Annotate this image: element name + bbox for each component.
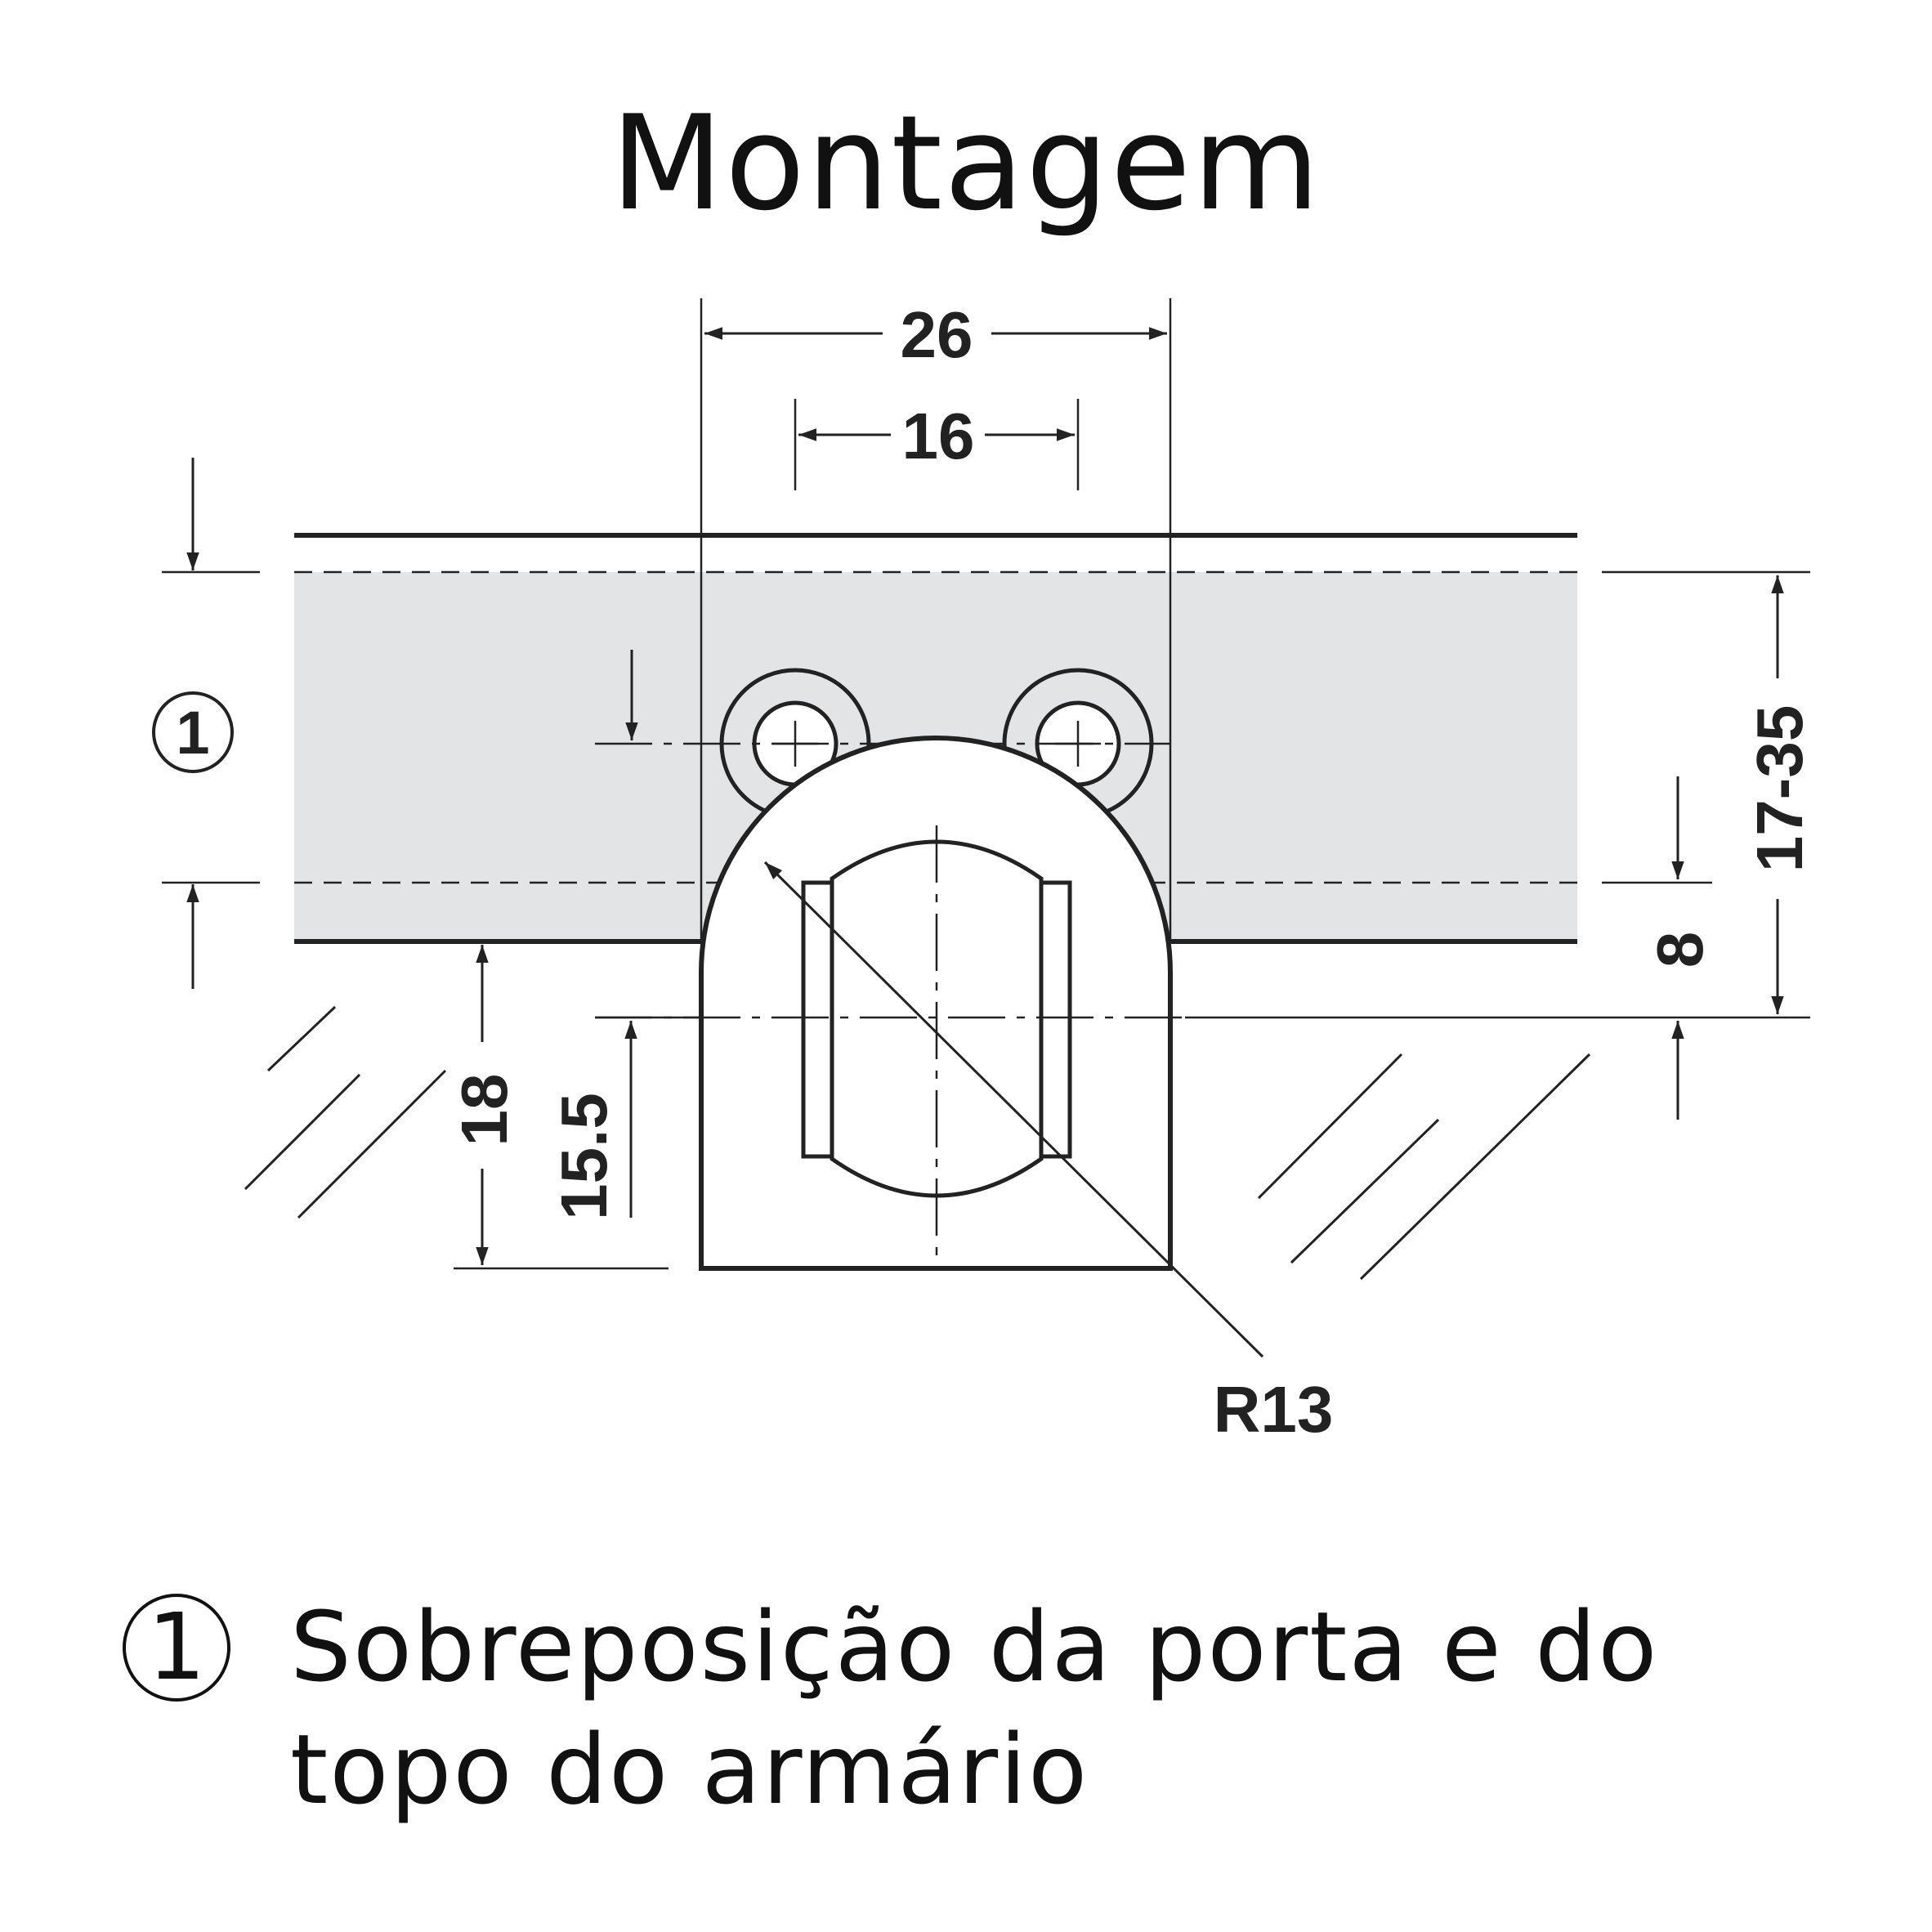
dim-8-label: 8 bbox=[1644, 932, 1716, 968]
legend-marker: 1 bbox=[123, 1594, 230, 1702]
callout-circle-1 bbox=[152, 691, 234, 773]
page-title: Montagem bbox=[610, 87, 1322, 239]
dim-26-label: 26 bbox=[901, 298, 973, 371]
legend-text: Sobreposição da porta e do topo do armár… bbox=[290, 1590, 1659, 1826]
cabinet-hatch-left bbox=[244, 1005, 447, 1219]
dim-15-5-label: 15.5 bbox=[548, 1093, 620, 1220]
dim-16-label: 16 bbox=[902, 400, 975, 472]
hinge-barrel bbox=[830, 839, 1044, 1198]
hinge-plate-left bbox=[801, 880, 834, 1159]
dim-17-35-label: 17-35 bbox=[1743, 705, 1816, 873]
hinge-plate-right bbox=[1039, 880, 1072, 1159]
radius-leader-arrow bbox=[763, 861, 1264, 1358]
callout-number-1: 1 bbox=[176, 699, 209, 767]
dim-18-label: 18 bbox=[448, 1074, 521, 1147]
radius-label: R13 bbox=[1214, 1373, 1334, 1446]
cabinet-hatch-right bbox=[1257, 1053, 1591, 1281]
